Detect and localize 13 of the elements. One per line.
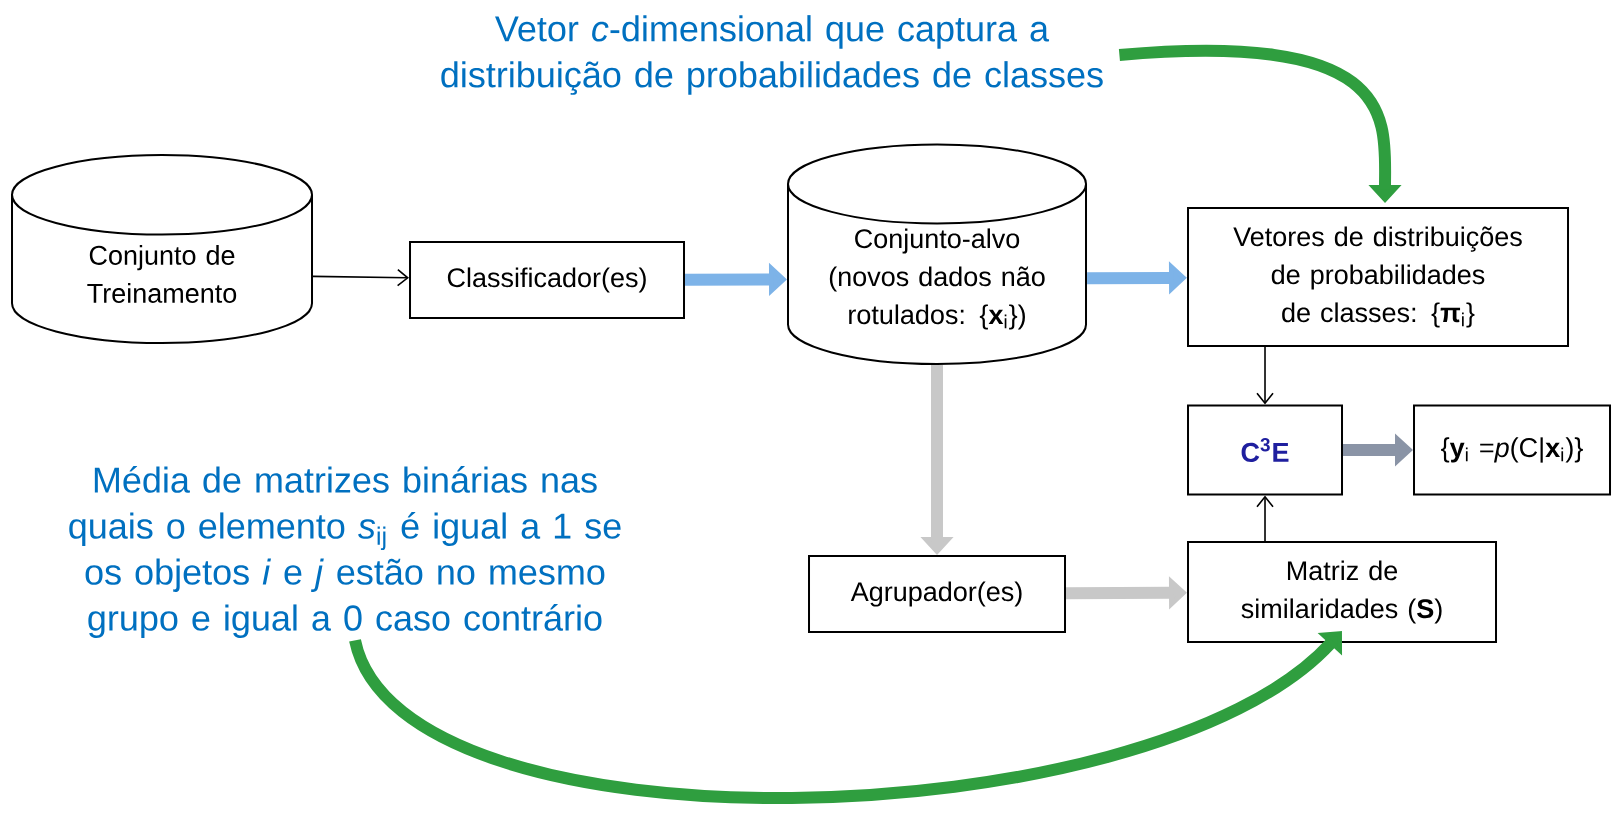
arrow	[312, 268, 409, 287]
database-cylinder: Conjunto de Treinamento	[11, 154, 313, 345]
process-box: Matriz de similaridades (S)	[1187, 541, 1497, 643]
process-box: Classificador(es)	[409, 241, 685, 319]
output-box: {y$_{i}$ =p(C|x$_{i}$)}	[1413, 404, 1611, 496]
arrow	[1256, 346, 1274, 405]
process-box: Vetores de distribuições de probabilidades de classes: {π$_{i}$}	[1187, 207, 1569, 347]
process-box: Agrupador(es)	[808, 555, 1066, 633]
arrow	[1256, 495, 1274, 542]
annotation-text: Média de matrizes binárias nas quais o elemento s$_{ij}$ é igual a 1 se os objetos i e j estão no mesmo grupo e igual a 0 caso contrário	[69, 466, 621, 638]
annotation-text: Vetor c-dimensional que captura a distribuição de probabilidades de classes	[441, 15, 1103, 95]
process-box: C$^{3}$E	[1187, 404, 1343, 496]
database-cylinder: Conjunto-alvo (novos dados não rotulados: {x$_{i}$})	[787, 143, 1087, 365]
